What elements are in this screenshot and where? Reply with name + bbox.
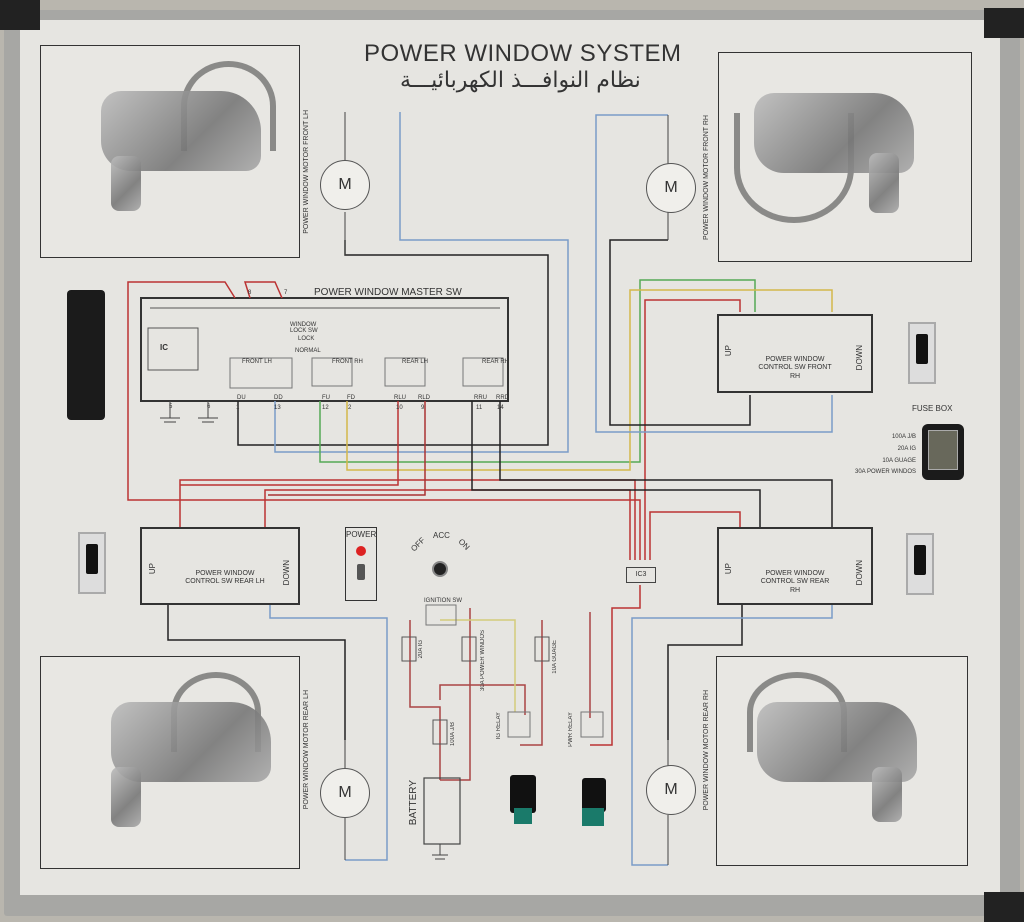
power-panel: POWER	[345, 527, 377, 601]
pin-number: 1	[236, 405, 240, 411]
up-label: UP	[724, 345, 733, 357]
fuse-gauge-label: 10A GUAGE	[552, 640, 558, 674]
pin-top: 7	[284, 290, 288, 296]
pwr-relay-unit	[582, 778, 606, 812]
lock-label: LOCK	[298, 336, 315, 342]
pin-label: FD	[347, 395, 355, 401]
page-title: POWER WINDOW SYSTEM	[364, 40, 682, 67]
up-label: UP	[724, 563, 733, 575]
power-indicator-light	[356, 546, 366, 556]
pin-label: FU	[322, 395, 330, 401]
down-label: DOWN	[855, 560, 864, 586]
motor-rear-lh: M	[320, 768, 370, 818]
window-lock-sw-label: WINDOW LOCK SW	[290, 322, 318, 334]
pin-number: 11	[476, 405, 483, 411]
corner-bracket	[0, 0, 40, 30]
pin-label: RLU	[394, 395, 407, 401]
corner-bracket	[984, 892, 1024, 922]
motor-rear-lh-label: POWER WINDOW MOTOR REAR LH	[303, 690, 310, 810]
pin-label: DD	[274, 395, 283, 401]
fuse-box-item: 100A J/B	[891, 434, 916, 440]
master-sw-title: POWER WINDOW MASTER SW	[314, 287, 462, 298]
motor-assembly-rear-rh	[716, 656, 968, 866]
sub-front-rh: FRONT RH	[332, 359, 363, 365]
fuse-box	[922, 424, 964, 480]
motor-front-rh-label: POWER WINDOW MOTOR FRONT RH	[703, 115, 710, 240]
motor-assembly-front-rh	[718, 52, 972, 262]
battery-label: BATTERY	[408, 780, 419, 826]
fuse-ig-label: 20A IG	[418, 640, 424, 659]
sub-rear-rh: REAR RH	[482, 359, 510, 365]
normal-label: NORMAL	[295, 348, 321, 354]
pin-ground: 5	[169, 404, 173, 410]
fuse-jb-label: 100A J/B	[450, 722, 456, 747]
window-switch-front-rh[interactable]	[908, 322, 936, 384]
pin-number: 10	[396, 405, 403, 411]
fuse-box-item: 10A GUAGE	[882, 458, 916, 464]
pin-number: 2	[348, 405, 352, 411]
pin-label: RRD	[496, 395, 509, 401]
pin-label: DU	[237, 395, 246, 401]
relay-socket	[582, 808, 604, 826]
power-label: POWER	[346, 530, 377, 539]
master-switch-unit[interactable]	[67, 290, 105, 420]
fuse-box-item: 30A POWER WINDOS	[854, 469, 916, 475]
page-title-arabic: نظام النوافـــذ الكهربائيـــة	[400, 68, 641, 93]
pin-label: RRU	[474, 395, 487, 401]
ignition-key[interactable]	[432, 561, 448, 577]
down-label: DOWN	[282, 560, 291, 586]
fuse-pw-label: 30A POWER WINDOS	[480, 630, 486, 692]
ignition-sw-label: IGNITION SW	[424, 598, 462, 604]
fuse-box-title: FUSE BOX	[912, 404, 953, 413]
control-sw-rear-rh-label: POWER WINDOW CONTROL SW REAR RH	[760, 570, 830, 594]
motor-front-lh-label: POWER WINDOW MOTOR FRONT LH	[303, 110, 310, 234]
down-label: DOWN	[855, 345, 864, 371]
ig-relay-label: IG RELAY	[496, 712, 502, 740]
ic3: IC3	[626, 567, 656, 583]
corner-bracket	[984, 8, 1024, 38]
motor-rear-rh-label: POWER WINDOW MOTOR REAR RH	[703, 690, 710, 811]
pin-number: 13	[274, 405, 281, 411]
control-sw-rear-lh-label: POWER WINDOW CONTROL SW REAR LH	[185, 570, 265, 586]
motor-assembly-rear-lh	[40, 656, 300, 869]
pin-ground: 6	[207, 404, 211, 410]
pwr-relay-label: PWR RELAY	[568, 712, 574, 747]
window-switch-rear-lh[interactable]	[78, 532, 106, 594]
pin-label: RLD	[418, 395, 431, 401]
motor-front-lh: M	[320, 160, 370, 210]
pin-number: 14	[497, 405, 504, 411]
ignition-acc: ACC	[433, 531, 450, 540]
ig-relay-unit	[510, 775, 536, 813]
fuse-box-item: 20A IG	[897, 446, 916, 452]
motor-assembly-front-lh	[40, 45, 300, 258]
sub-rear-lh: REAR LH	[402, 359, 429, 365]
relay-socket	[514, 808, 532, 824]
sub-front-lh: FRONT LH	[242, 359, 272, 365]
pin-top: 8	[248, 290, 252, 296]
pin-number: 12	[322, 405, 329, 411]
motor-rear-rh: M	[646, 765, 696, 815]
master-sw-ic: IC	[160, 343, 168, 352]
power-toggle[interactable]	[357, 564, 365, 580]
motor-front-rh: M	[646, 163, 696, 213]
up-label: UP	[148, 563, 157, 575]
pin-number: 9	[421, 405, 425, 411]
window-switch-rear-rh[interactable]	[906, 533, 934, 595]
control-sw-front-rh-label: POWER WINDOW CONTROL SW FRONT RH	[758, 356, 832, 380]
